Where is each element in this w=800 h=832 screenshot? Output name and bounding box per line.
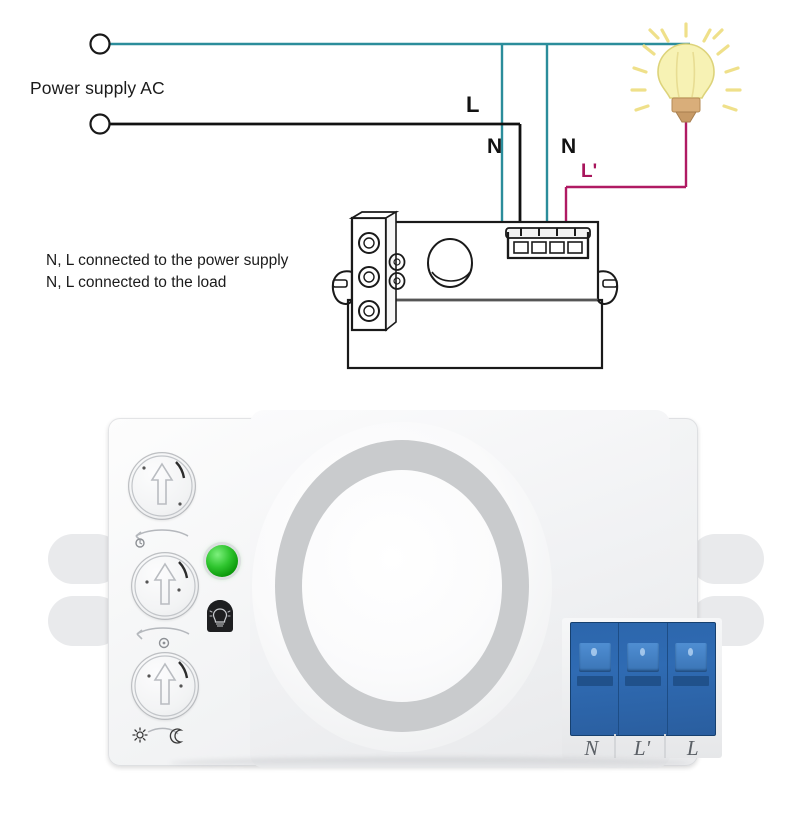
terminal-slot <box>578 643 611 673</box>
terminal-label-n: N <box>584 736 599 760</box>
note-power-supply: N, L connected to the power supply <box>46 252 289 269</box>
knob-arrow-icon <box>134 655 196 717</box>
terminal-cell-l[interactable] <box>668 623 715 735</box>
lux-level-knob[interactable] <box>131 652 199 720</box>
terminal-labels: N L' L <box>566 736 718 764</box>
light-bulb-icon <box>630 22 742 123</box>
terminal-block[interactable] <box>570 622 716 736</box>
green-status-led <box>206 545 238 577</box>
terminal-divider <box>614 734 616 758</box>
terminal-cell-n[interactable] <box>571 623 620 735</box>
terminal-label-lprime: L' <box>633 736 651 760</box>
terminal-slot <box>626 643 660 673</box>
sensitivity-knob[interactable] <box>131 552 199 620</box>
supply-terminal-neutral <box>89 33 111 55</box>
live-wire-group <box>110 122 522 233</box>
terminal-slot <box>675 643 708 673</box>
terminal-lip <box>576 675 613 686</box>
wiring-diagram-svg <box>89 22 742 370</box>
wire-label-live-load: L' <box>581 161 598 182</box>
microwave-sensor-lens <box>302 470 502 702</box>
connection-notes: N, L connected to the power supply N, L … <box>46 251 288 296</box>
wire-label-neutral-supply: N <box>487 135 503 158</box>
time-symbol-icon <box>135 529 189 548</box>
photocell-window <box>207 600 233 632</box>
terminal-cell-lprime[interactable] <box>619 623 668 735</box>
wire-label-neutral-load: N <box>561 135 577 158</box>
time-delay-knob[interactable] <box>128 452 196 520</box>
supply-terminal-live <box>89 113 111 135</box>
sun-moon-symbol-icon <box>132 727 184 744</box>
mounting-tab-right-top <box>690 534 764 584</box>
terminal-lip <box>673 675 710 686</box>
terminal-label-l: L <box>686 736 699 760</box>
connector-pins <box>520 228 576 236</box>
neutral-wire-group <box>110 42 690 233</box>
sensor-device-drawing <box>331 210 619 370</box>
knob-arrow-icon <box>131 455 193 517</box>
terminal-divider <box>664 734 666 758</box>
terminal-lip <box>625 675 661 686</box>
wiring-diagram: Power supply AC N, L connected to the po… <box>0 0 800 395</box>
note-load: N, L connected to the load <box>46 274 227 292</box>
power-supply-label: Power supply AC <box>30 78 165 98</box>
photocell-icon <box>207 600 233 632</box>
wire-label-live: L <box>466 92 480 117</box>
knob-arrow-icon <box>134 555 196 617</box>
device-shadow <box>170 757 690 769</box>
distance-symbol-icon <box>136 627 190 649</box>
